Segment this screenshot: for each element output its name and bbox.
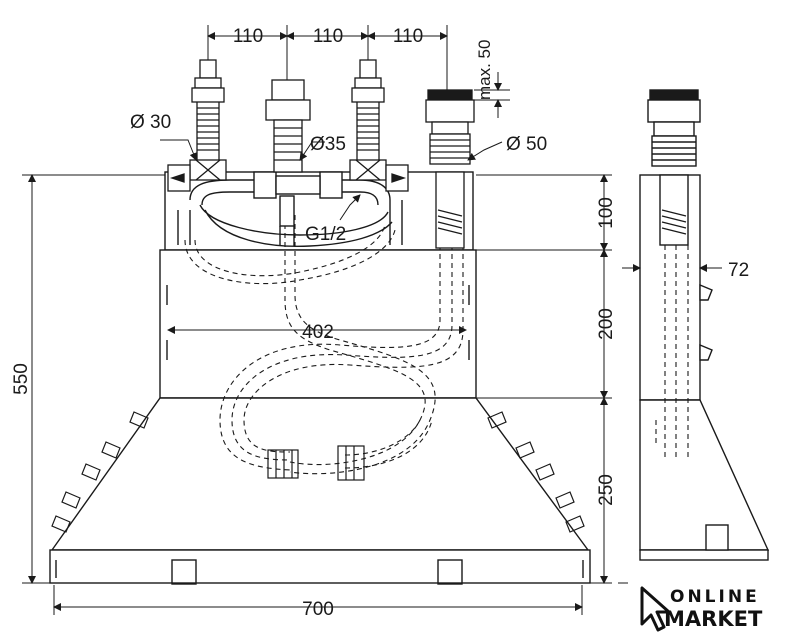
dim-height-100: 100 <box>596 197 617 229</box>
cursor-icon <box>640 586 671 632</box>
dim-max-height: max. 50 <box>475 40 494 100</box>
dim-diameter-50: Ø 50 <box>506 134 547 155</box>
top-piping <box>177 171 403 247</box>
dim-spacing-2: 110 <box>313 26 343 47</box>
dim-thread: G1/2 <box>305 224 346 245</box>
dim-total-width: 700 <box>302 599 334 620</box>
dim-total-height: 550 <box>11 363 32 395</box>
dim-height-250: 250 <box>596 474 617 506</box>
side-clips <box>51 411 585 533</box>
dimension-labels: 110 110 110 max. 50 Ø 30 Ø35 Ø 50 G1/2 1… <box>11 26 749 620</box>
dim-spacing-1: 110 <box>233 26 263 47</box>
spout-cartridge <box>425 89 475 249</box>
base-foot-left <box>171 559 197 585</box>
base-plate <box>49 549 591 584</box>
hose-connectors <box>267 445 365 481</box>
dim-diameter-35: Ø35 <box>310 134 346 155</box>
front-view <box>49 59 591 585</box>
body-base <box>50 397 590 551</box>
base-foot-right <box>437 559 463 585</box>
dim-spacing-3: 110 <box>393 26 423 47</box>
logo-line-2: MARKET <box>664 607 763 631</box>
dim-inner-width: 402 <box>302 322 334 343</box>
dimension-lines <box>22 25 722 615</box>
valve-left <box>167 59 227 192</box>
dim-height-200: 200 <box>596 308 617 340</box>
valve-center <box>265 79 311 173</box>
onlinemarket-logo: ONLINE MARKET <box>640 586 763 632</box>
logo-line-1: ONLINE <box>670 587 760 607</box>
dim-diameter-30: Ø 30 <box>130 112 171 133</box>
valve-right <box>349 59 409 192</box>
dim-side-depth: 72 <box>728 260 749 281</box>
side-view <box>639 89 770 561</box>
